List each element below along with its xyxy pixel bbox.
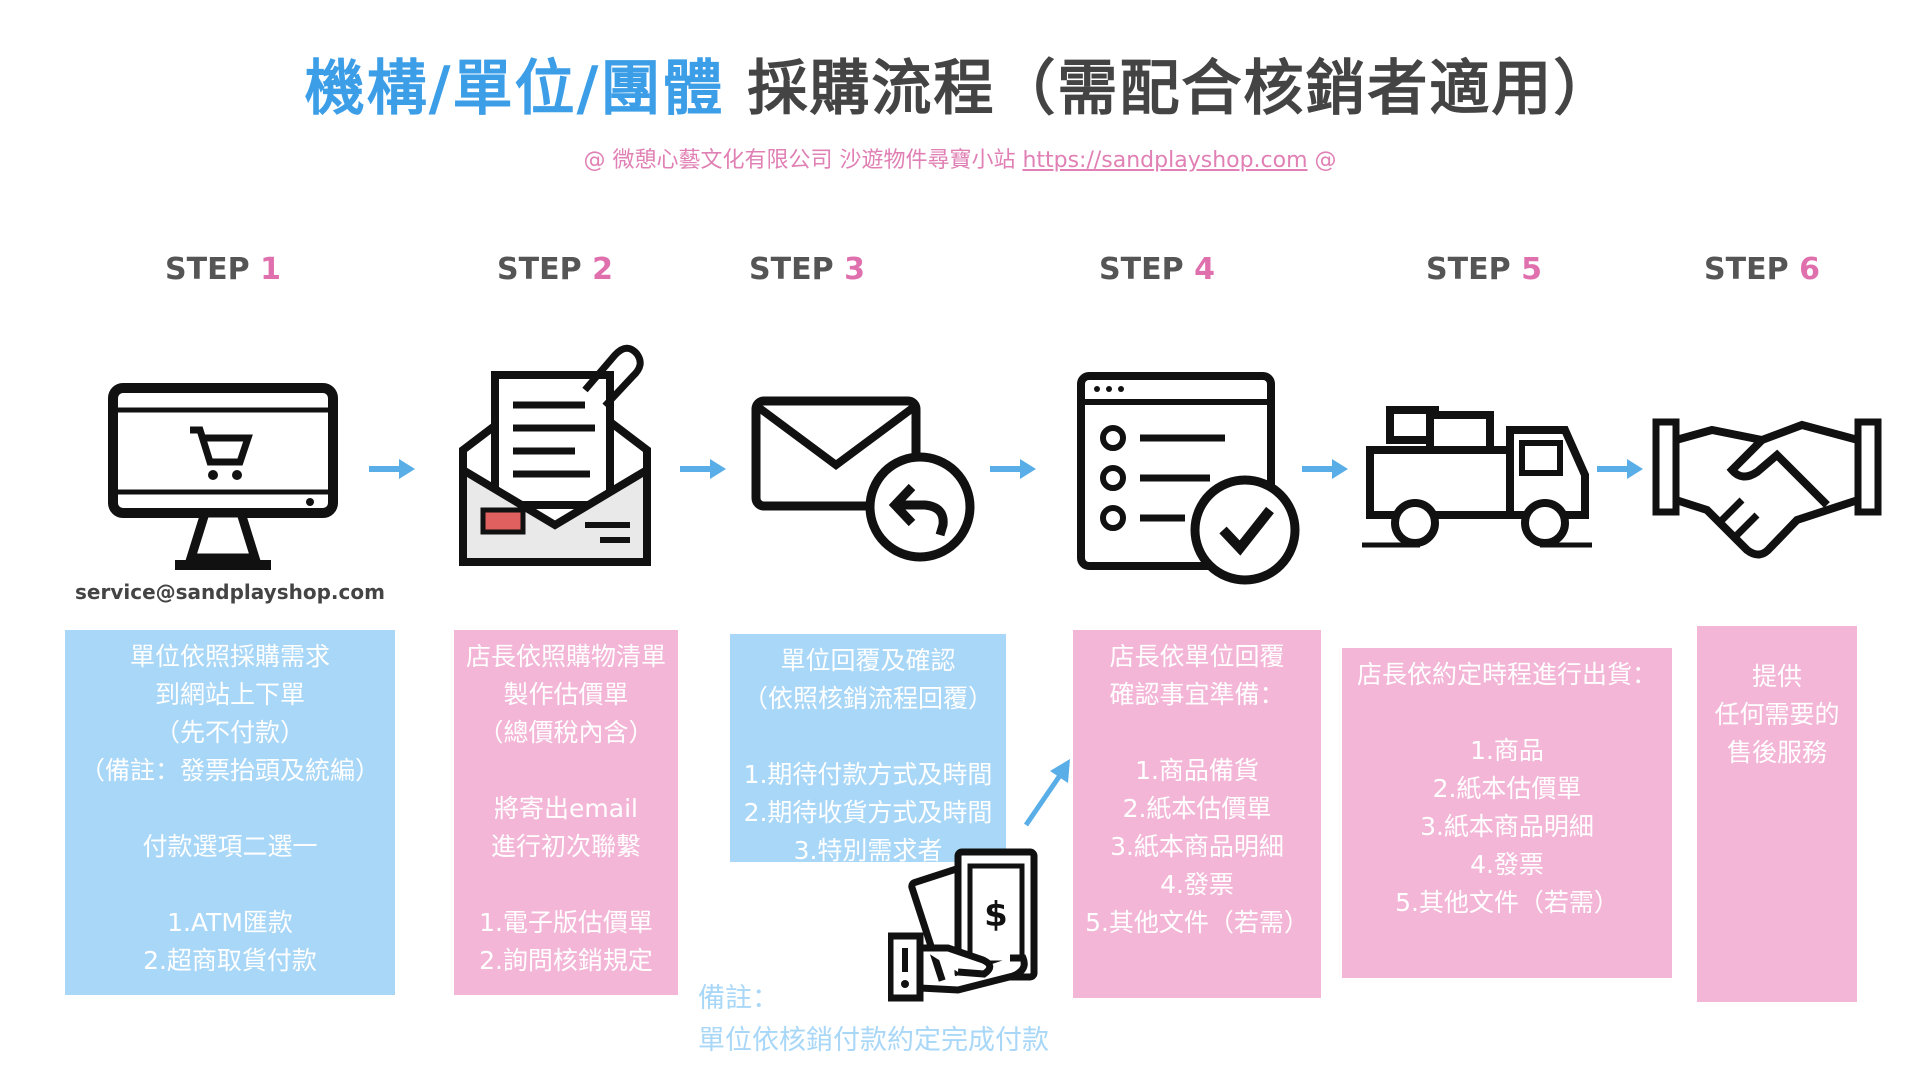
subtitle-prefix: @ 微憩心藝文化有限公司 沙遊物件尋寶小站 [583,148,1023,173]
step-5-box: 店長依約定時程進行出貨： 1.商品 2.紙本估價單 3.紙本商品明細 4.發票 … [1342,648,1672,978]
subtitle-suffix: @ [1307,148,1337,173]
arrow-right-icon [680,459,726,479]
page-subtitle: @ 微憩心藝文化有限公司 沙遊物件尋寶小站 https://sandplaysh… [0,142,1920,174]
svg-text:$: $ [984,895,1008,935]
checklist-icon [1077,372,1300,585]
mail-reply-icon [751,396,975,562]
step-2-label: STEP 2 [497,252,613,287]
step-1-box: 單位依照採購需求 到網站上下單 （先不付款） （備註：發票抬頭及統編） 付款選項… [65,630,395,995]
step-1-label: STEP 1 [165,252,281,287]
step-4-box: 店長依單位回覆 確認事宜準備： 1.商品備貨 2.紙本估價單 3.紙本商品明細 … [1073,630,1321,998]
arrow-right-icon [990,459,1036,479]
cash-payment-icon: $ [888,848,1038,1002]
computer-cart-icon [108,383,338,570]
arrow-right-icon [369,459,415,479]
title-rest: 採購流程（需配合核銷者適用） [747,54,1616,124]
arrow-right-icon [1302,459,1348,479]
title-highlight: 機構/單位/團體 [304,54,725,124]
step-3-label: STEP 3 [749,252,865,287]
website-link[interactable]: https://sandplayshop.com [1022,148,1308,173]
delivery-truck-icon [1362,406,1592,548]
step-2-box: 店長依照購物清單 製作估價單 （總價稅內含） 將寄出email 進行初次聯繫 1… [454,630,678,995]
contact-email[interactable]: service@sandplayshop.com [75,580,385,604]
arrow-diagonal-icon [1023,759,1070,827]
step-3-box: 單位回覆及確認 （依照核銷流程回覆） 1.期待付款方式及時間 2.期待收貨方式及… [730,634,1006,865]
step-6-label: STEP 6 [1704,252,1820,287]
payment-note: 備註： 單位依核銷付款約定完成付款 [698,983,1049,1056]
step-4-label: STEP 4 [1099,252,1215,287]
step-5-label: STEP 5 [1426,252,1542,287]
page-title: 機構/單位/團體 採購流程（需配合核銷者適用） [0,40,1920,127]
envelope-document-icon [459,344,651,566]
handshake-icon [1652,418,1882,559]
arrow-right-icon [1597,459,1643,479]
step-6-box: 提供 任何需要的 售後服務 [1697,626,1857,1002]
